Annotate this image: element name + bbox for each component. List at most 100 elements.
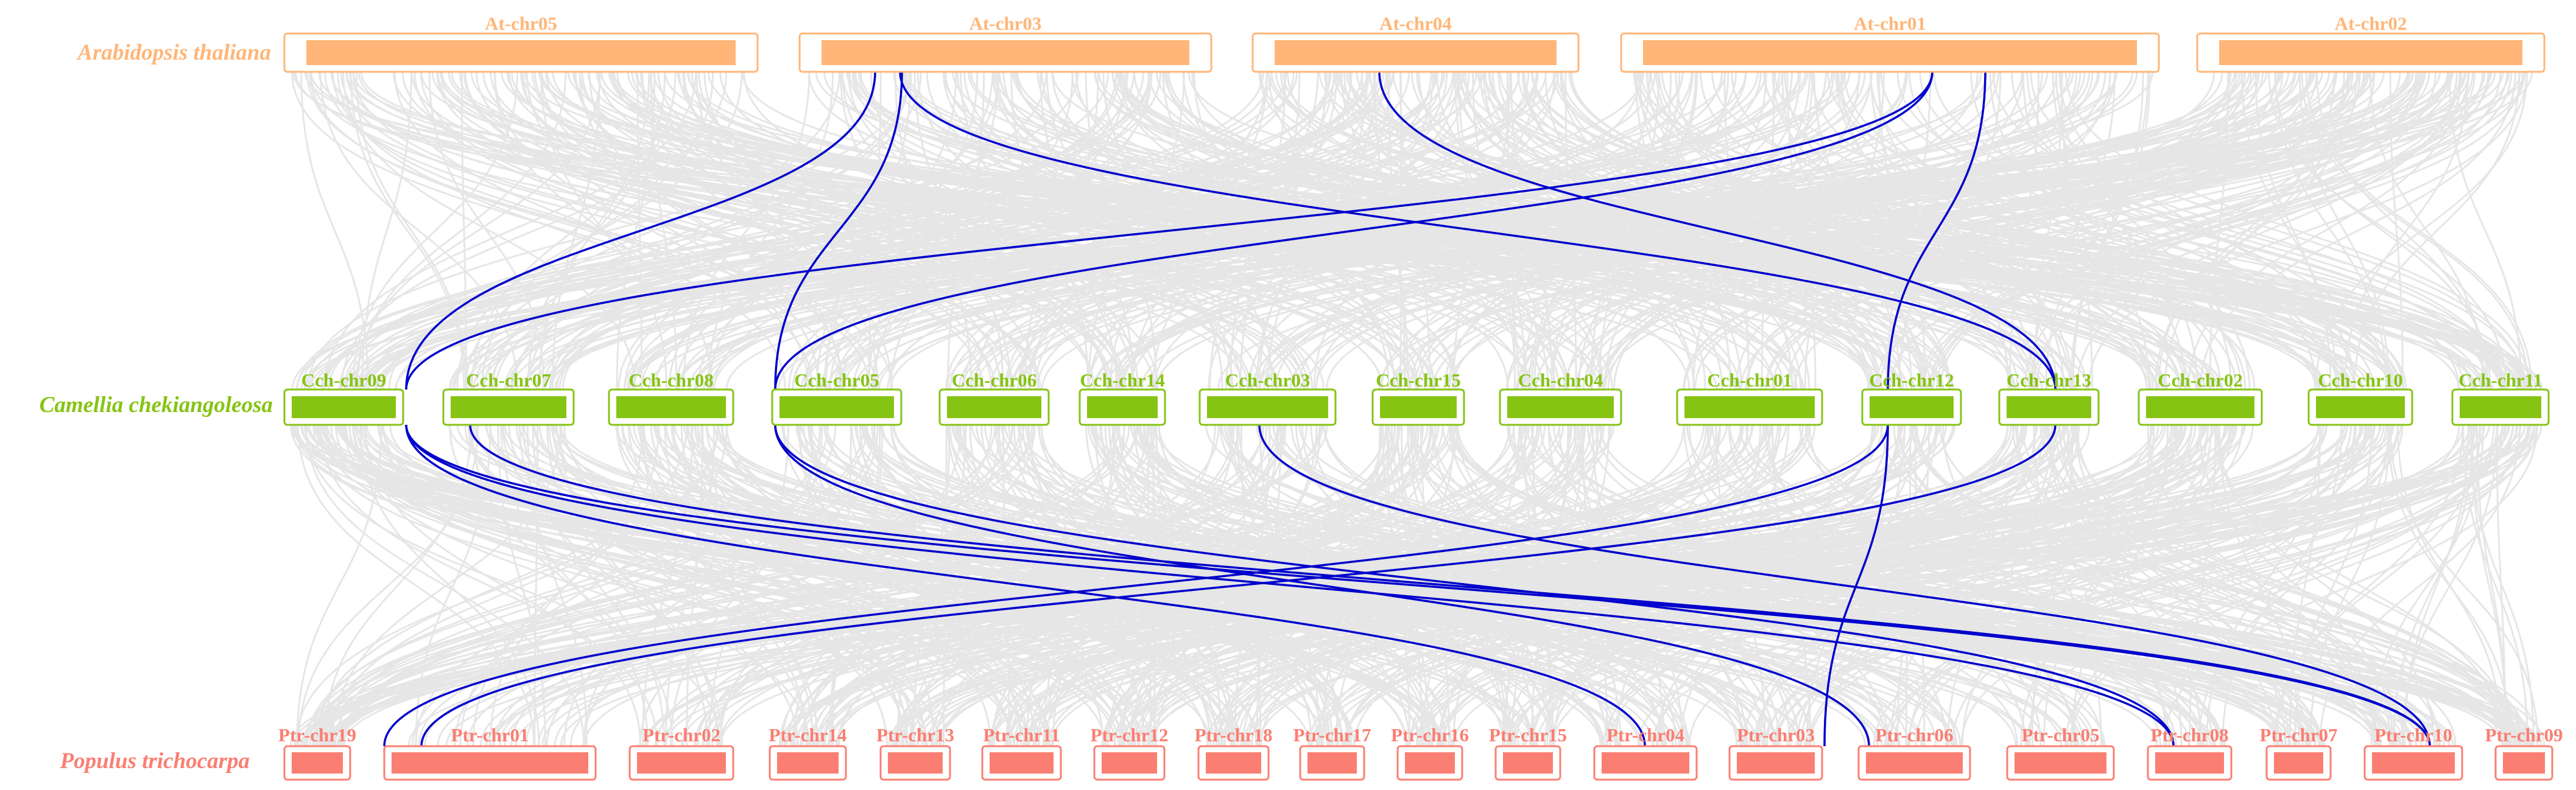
chromosome-label: Ptr-chr09 — [2485, 724, 2563, 746]
highlighted-link — [469, 424, 2431, 747]
background-link — [1004, 424, 1396, 747]
chromosome-label: Cch-chr09 — [301, 369, 386, 391]
background-link — [1002, 71, 1457, 390]
background-link — [504, 71, 1521, 390]
background-link — [304, 424, 721, 747]
highlighted-synteny-links — [383, 71, 2431, 747]
background-link — [312, 424, 928, 747]
highlighted-link — [1258, 424, 2431, 747]
background-link — [1742, 424, 2175, 747]
background-link — [2305, 71, 2533, 390]
chromosome-label: Ptr-chr19 — [278, 724, 356, 746]
chromosome-cch-chr02: Cch-chr02 — [2138, 369, 2263, 426]
chromosome-ptr-chr12: Ptr-chr12 — [1091, 724, 1169, 781]
background-link — [717, 424, 1605, 747]
background-link — [797, 424, 1901, 747]
chromosome-bar — [2503, 752, 2545, 774]
background-link — [1409, 424, 2254, 747]
background-link — [1547, 424, 1744, 747]
background-link — [653, 424, 1955, 747]
chromosome-label: Ptr-chr16 — [1391, 724, 1469, 746]
background-link — [1149, 424, 1383, 747]
background-link — [2254, 71, 2332, 390]
background-link — [2369, 71, 2485, 390]
background-link — [841, 71, 1527, 390]
chromosome-label: Ptr-chr17 — [1293, 724, 1371, 746]
background-link — [2022, 71, 2150, 390]
chromosome-ptr-chr07: Ptr-chr07 — [2260, 724, 2337, 781]
chromosome-ptr-chr03: Ptr-chr03 — [1728, 724, 1823, 781]
chromosome-bar — [1507, 396, 1614, 418]
highlighted-link — [405, 424, 2175, 747]
background-link — [304, 424, 585, 747]
background-link — [1422, 424, 1875, 747]
chromosome-bar — [637, 752, 726, 774]
highlighted-link — [774, 424, 2175, 747]
chromosome-ptr-chr10: Ptr-chr10 — [2363, 724, 2463, 781]
highlighted-link — [1887, 71, 1987, 390]
background-link — [1650, 71, 2186, 390]
background-link — [537, 424, 1530, 747]
background-link — [494, 71, 1135, 390]
chromosome-ptr-chr08: Ptr-chr08 — [2147, 724, 2233, 781]
background-link — [1675, 71, 1924, 390]
chromosome-at-chr03: At-chr03 — [798, 13, 1212, 73]
chromosome-ptr-chr09: Ptr-chr09 — [2485, 724, 2563, 781]
background-link — [822, 424, 1396, 747]
background-link — [2173, 424, 2516, 747]
background-link — [524, 71, 1454, 390]
background-link — [549, 71, 1162, 390]
background-link — [1205, 424, 2546, 747]
highlighted-link — [405, 424, 1646, 747]
chromosome-bar — [947, 396, 1041, 418]
background-link — [338, 424, 2401, 747]
chromosome-at-chr01: At-chr01 — [1620, 13, 2160, 73]
background-link — [559, 424, 2513, 747]
chromosome-cch-chr07: Cch-chr07 — [442, 369, 575, 426]
background-link — [1896, 424, 1930, 747]
background-link — [2164, 71, 2345, 390]
background-link — [1414, 71, 1979, 390]
highlighted-link — [1823, 424, 1889, 747]
chromosome-bar — [990, 752, 1054, 774]
background-link — [2209, 71, 2229, 390]
background-link — [463, 71, 2376, 390]
highlighted-link — [383, 424, 1889, 747]
background-link — [464, 71, 1114, 390]
background-link — [2066, 424, 2202, 747]
background-link — [1149, 424, 2464, 747]
species-label-populus: Populus trichocarpa — [60, 749, 250, 774]
chromosome-label: Cch-chr06 — [952, 369, 1036, 391]
highlighted-link — [774, 71, 1934, 390]
background-link — [708, 424, 789, 747]
chromosome-label: Ptr-chr13 — [876, 724, 954, 746]
background-link — [827, 71, 2385, 390]
background-link — [1989, 71, 2186, 390]
background-link — [1374, 71, 1409, 390]
chromosome-label: Ptr-chr12 — [1091, 724, 1169, 746]
chromosome-ptr-chr16: Ptr-chr16 — [1391, 724, 1469, 781]
background-link — [641, 71, 1001, 390]
chromosome-label: Ptr-chr08 — [2151, 724, 2229, 746]
background-link — [784, 424, 2363, 747]
background-link — [306, 71, 911, 390]
background-link — [2158, 71, 2335, 390]
background-link — [1449, 424, 2323, 747]
background-link — [2187, 71, 2463, 390]
background-link — [1922, 71, 2524, 390]
background-link — [1776, 424, 2529, 747]
background-link — [579, 71, 844, 390]
chromosome-cch-chr09: Cch-chr09 — [283, 369, 404, 426]
highlighted-link — [774, 71, 903, 390]
chromosome-bar — [1866, 752, 1963, 774]
background-link — [583, 424, 821, 747]
chromosome-cch-chr06: Cch-chr06 — [938, 369, 1050, 426]
background-link — [1807, 424, 2361, 747]
background-link — [613, 71, 2541, 390]
background-link — [297, 424, 535, 747]
background-link — [686, 424, 704, 747]
background-link — [1499, 71, 2523, 390]
background-link — [1459, 71, 2088, 390]
chromosome-ptr-chr05: Ptr-chr05 — [2006, 724, 2115, 781]
